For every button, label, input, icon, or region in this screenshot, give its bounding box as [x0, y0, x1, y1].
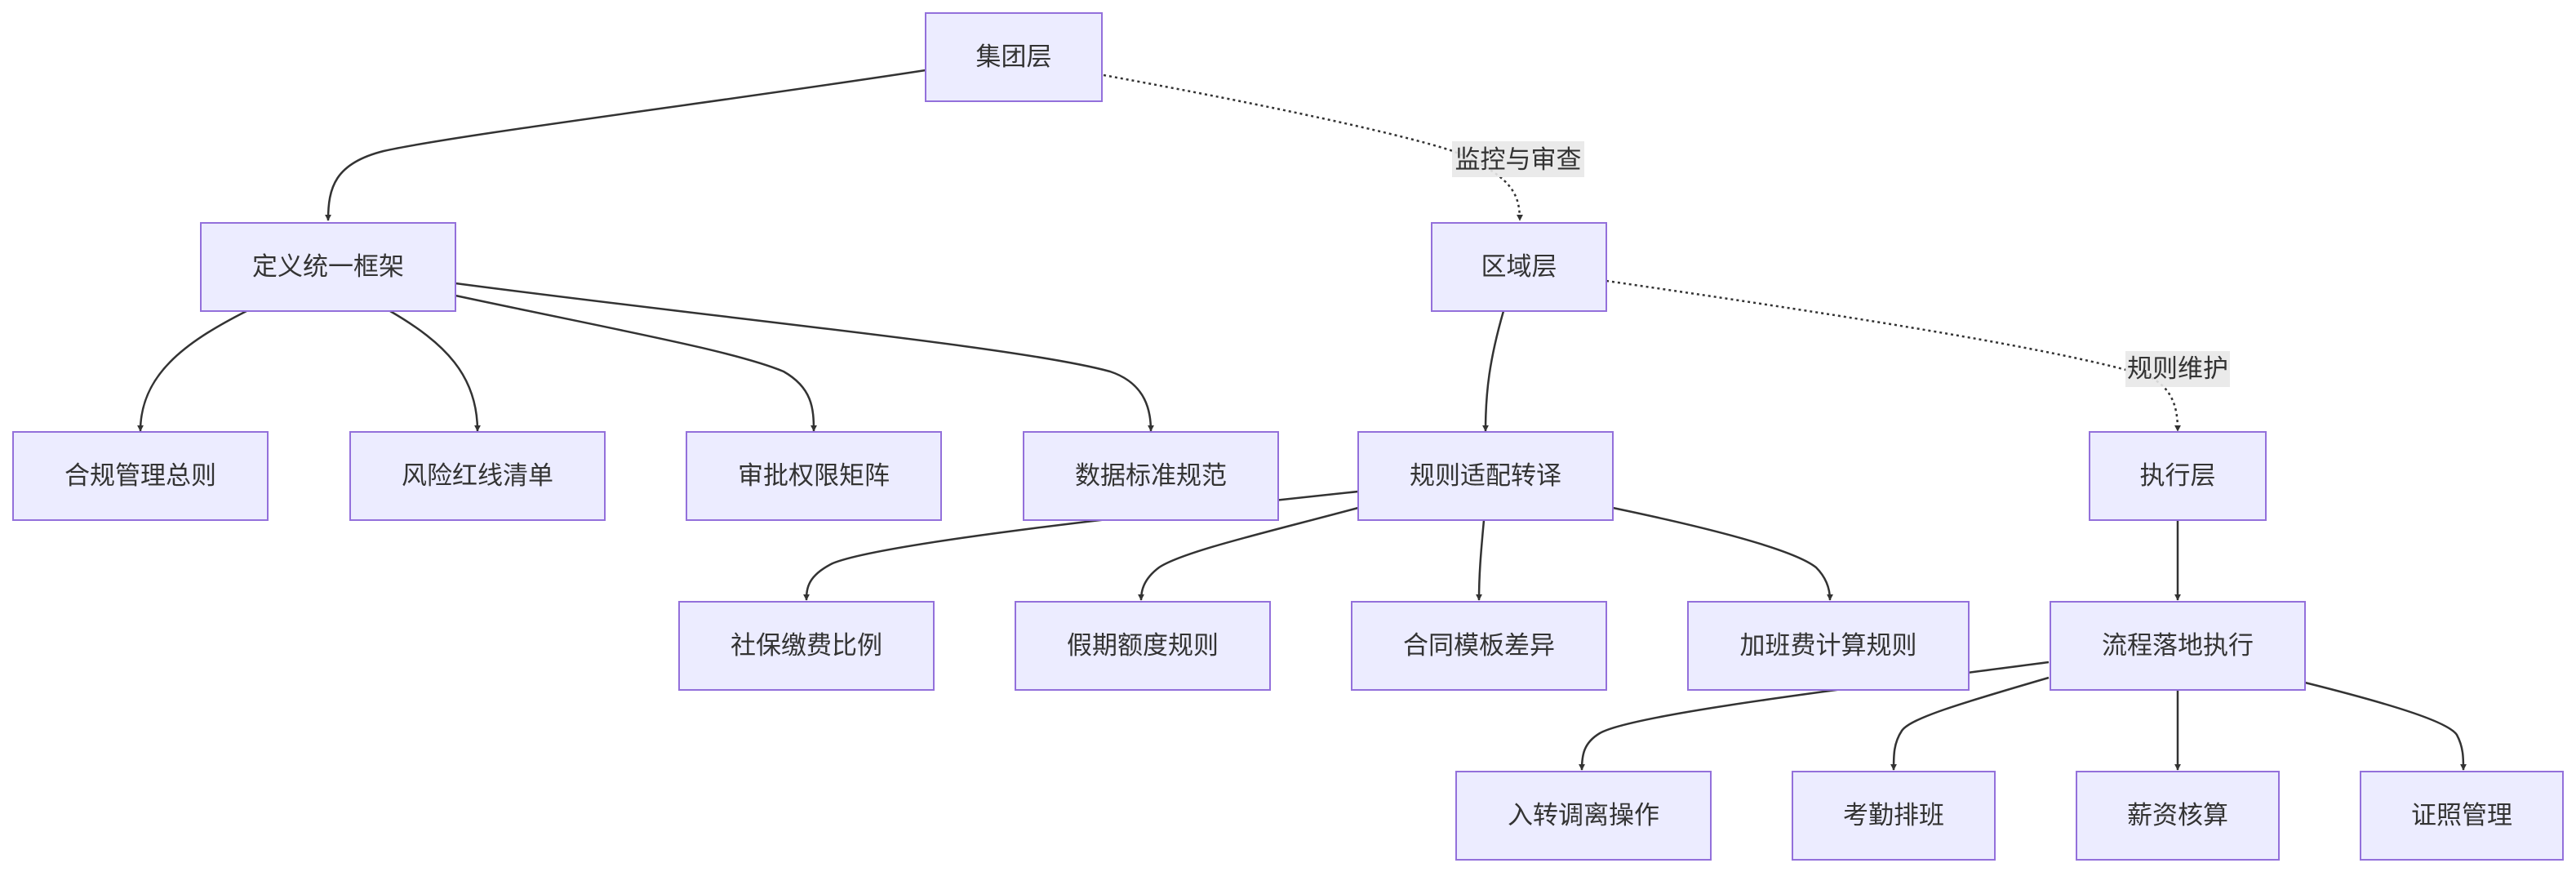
- node-social[interactable]: 社保缴费比例: [678, 601, 935, 691]
- node-redline[interactable]: 风险红线清单: [349, 431, 606, 521]
- svg-text:薪资核算: 薪资核算: [2127, 801, 2228, 830]
- edge-process-license: [2304, 681, 2467, 771]
- svg-text:审批权限矩阵: 审批权限矩阵: [738, 461, 890, 491]
- node-overtime[interactable]: 加班费计算规则: [1687, 601, 1970, 691]
- node-contract[interactable]: 合同模板差异: [1351, 601, 1607, 691]
- edge-region-exec: [1606, 279, 2181, 432]
- node-attendance[interactable]: 考勤排班: [1792, 771, 1996, 861]
- node-process[interactable]: 流程落地执行: [2050, 601, 2306, 691]
- svg-text:风险红线清单: 风险红线清单: [402, 461, 553, 491]
- edge-framework-datastd: [455, 282, 1154, 432]
- node-group[interactable]: 集团层: [925, 12, 1103, 102]
- edge-label-maintain: 规则维护: [2125, 351, 2230, 387]
- node-exec[interactable]: 执行层: [2089, 431, 2267, 521]
- svg-text:考勤排班: 考勤排班: [1843, 801, 1944, 830]
- node-region[interactable]: 区域层: [1431, 222, 1607, 312]
- node-approval[interactable]: 审批权限矩阵: [686, 431, 942, 521]
- svg-text:加班费计算规则: 加班费计算规则: [1740, 631, 1917, 661]
- node-datastd[interactable]: 数据标准规范: [1023, 431, 1279, 521]
- edge-framework-approval: [455, 294, 817, 432]
- svg-text:集团层: 集团层: [976, 42, 1052, 72]
- svg-text:合同模板差异: 合同模板差异: [1403, 631, 1555, 661]
- svg-text:入转调离操作: 入转调离操作: [1508, 801, 1659, 830]
- svg-text:流程落地执行: 流程落地执行: [2102, 631, 2254, 661]
- edge-adapt-contract: [1476, 519, 1486, 601]
- svg-text:社保缴费比例: 社保缴费比例: [731, 631, 882, 661]
- edge-process-attendance: [1890, 676, 2050, 771]
- edge-region-adapt: [1482, 310, 1505, 432]
- svg-text:规则维护: 规则维护: [2127, 354, 2228, 384]
- svg-text:假期额度规则: 假期额度规则: [1067, 631, 1219, 661]
- node-holiday[interactable]: 假期额度规则: [1015, 601, 1271, 691]
- node-framework[interactable]: 定义统一框架: [200, 222, 456, 312]
- edge-group-framework: [325, 69, 926, 221]
- svg-text:定义统一框架: 定义统一框架: [252, 252, 404, 282]
- edge-adapt-overtime: [1612, 506, 1833, 601]
- edge-label-monitor: 监控与审查: [1452, 141, 1584, 177]
- svg-text:监控与审查: 监控与审查: [1455, 145, 1582, 175]
- svg-text:区域层: 区域层: [1481, 252, 1557, 282]
- svg-text:数据标准规范: 数据标准规范: [1075, 461, 1227, 491]
- svg-text:规则适配转译: 规则适配转译: [1410, 461, 1561, 491]
- svg-text:合规管理总则: 合规管理总则: [64, 461, 216, 491]
- node-compliance[interactable]: 合规管理总则: [12, 431, 269, 521]
- node-license[interactable]: 证照管理: [2360, 771, 2564, 861]
- edge-framework-compliance: [137, 309, 247, 432]
- edge-framework-redline: [389, 309, 481, 432]
- svg-text:证照管理: 证照管理: [2411, 801, 2512, 830]
- node-onboard[interactable]: 入转调离操作: [1455, 771, 1712, 861]
- edge-adapt-holiday: [1138, 506, 1359, 601]
- svg-text:执行层: 执行层: [2140, 461, 2216, 491]
- node-adapt[interactable]: 规则适配转译: [1357, 431, 1614, 521]
- node-payroll[interactable]: 薪资核算: [2076, 771, 2280, 861]
